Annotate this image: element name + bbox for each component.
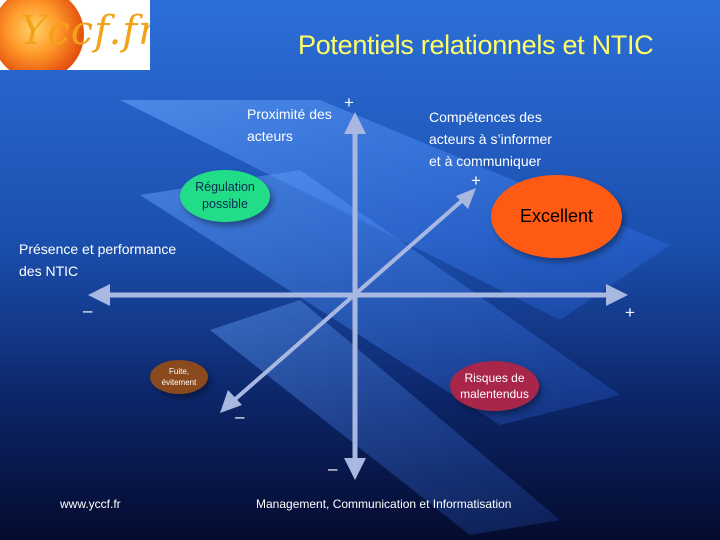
vertical-minus-sign: –	[328, 459, 338, 478]
background-band-upper	[120, 100, 670, 320]
slide-title: Potentiels relationnels et NTIC	[298, 30, 654, 60]
footer-left[interactable]: www.yccf.fr	[60, 497, 121, 511]
logo[interactable]: Yccf.fr	[0, 0, 150, 70]
fuite-bubble: Fuite, évitement	[150, 360, 208, 394]
diagonal-plus-sign: +	[471, 171, 481, 190]
fuite-bubble-label: Fuite, évitement	[161, 367, 197, 387]
diagonal-axis-lower-arrow	[220, 390, 242, 413]
logo-text: Yccf.fr	[20, 8, 150, 54]
diagonal-axis-upper-arrow	[456, 188, 476, 209]
horizontal-minus-sign: –	[83, 301, 93, 320]
excellent-bubble: Excellent	[491, 175, 622, 258]
horizontal-plus-sign: +	[625, 303, 635, 322]
regulation-bubble-label: Régulation possible	[195, 180, 255, 211]
vertical-plus-sign: +	[344, 93, 354, 112]
footer-center: Management, Communication et Informatisa…	[256, 497, 512, 511]
risques-bubble-label: Risques de malentendus	[460, 371, 529, 401]
regulation-bubble: Régulation possible	[180, 170, 270, 222]
sun-icon	[0, 0, 84, 70]
horizontal-axis-right-arrow	[606, 284, 628, 306]
horizontal-axis-label: Présence et performance des NTIC	[19, 241, 177, 279]
diagonal-axis-label: Compétences des acteurs à s’informer et …	[429, 109, 552, 169]
horizontal-axis-left-arrow	[88, 284, 110, 306]
vertical-axis-label: Proximité des acteurs	[247, 106, 332, 144]
excellent-bubble-label: Excellent	[519, 206, 594, 226]
diagonal-minus-sign: –	[235, 407, 245, 426]
vertical-axis-bottom-arrow	[344, 458, 366, 480]
diagonal-axis	[230, 196, 467, 404]
vertical-axis-top-arrow	[344, 112, 366, 134]
background-band-bottom	[210, 300, 560, 535]
risques-bubble: Risques de malentendus	[450, 361, 539, 411]
